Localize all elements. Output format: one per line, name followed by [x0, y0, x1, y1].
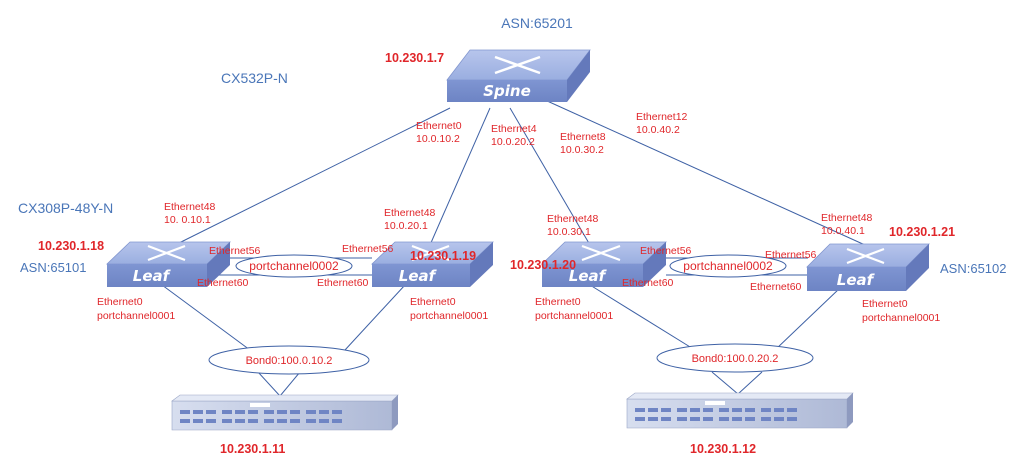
leaf-uplink-ip: 10.0.20.1	[384, 220, 428, 232]
peer-link-ellipse-right: portchannel0002	[669, 254, 787, 278]
peer-link-ellipse-left: portchannel0002	[235, 254, 353, 278]
bond-ellipse-left: Bond0:100.0.10.2	[208, 345, 370, 375]
link-spine-leaf2	[429, 107, 491, 246]
leaf-model: CX308P-48Y-N	[18, 200, 113, 216]
link-spine-leaf1	[174, 107, 451, 246]
leaf-uplink-port: Ethernet48	[384, 207, 436, 219]
spine-switch-icon: Spine	[446, 49, 591, 102]
leaf-downlink-port: Ethernet0	[97, 296, 143, 308]
leaf-peer-port: Ethernet60	[750, 281, 802, 293]
leaf-downlink-port: Ethernet0	[535, 296, 581, 308]
leaf-uplink-port: Ethernet48	[821, 212, 873, 224]
leaf-downlink-pc: portchannel0001	[535, 310, 613, 322]
server-1-icon	[171, 394, 399, 431]
spine-port-ip: 10.0.30.2	[560, 144, 604, 156]
spine-port-name: Ethernet4	[491, 123, 537, 135]
server-ip: 10.230.1.12	[690, 442, 756, 456]
leaf-peer-port: Ethernet60	[622, 277, 674, 289]
leaf-ip: 10.230.1.20	[510, 258, 576, 272]
server-2-icon	[626, 392, 854, 429]
bond-ellipse-right: Bond0:100.0.20.2	[656, 343, 814, 373]
spine-asn: ASN:65201	[501, 15, 573, 31]
server-ip: 10.230.1.11	[220, 442, 285, 456]
spine-ip: 10.230.1.7	[385, 51, 444, 65]
bond-label: Bond0:100.0.10.2	[246, 355, 333, 367]
leaf-ip: 10.230.1.19	[410, 249, 476, 263]
leaf-downlink-pc: portchannel0001	[862, 312, 940, 324]
leaf-switch-1-icon: Leaf	[106, 241, 231, 287]
leaf-downlink-port: Ethernet0	[410, 296, 456, 308]
spine-port-ip: 10.0.40.2	[636, 124, 680, 136]
spine-uplinks	[174, 99, 866, 246]
leaf-uplink-ip: 10. 0.10.1	[164, 214, 211, 226]
leaf-peer-port: Ethernet60	[317, 277, 369, 289]
leaf-downlink-pc: portchannel0001	[410, 310, 488, 322]
leaf-uplink-port: Ethernet48	[547, 213, 599, 225]
leaf-peer-port: Ethernet56	[640, 245, 692, 257]
leaf-peer-port: Ethernet56	[342, 243, 394, 255]
bond-label: Bond0:100.0.20.2	[692, 353, 779, 365]
spine-model: CX532P-N	[221, 70, 288, 86]
leaf-label: Leaf	[133, 267, 172, 285]
leaf-asn: ASN:65101	[20, 260, 87, 275]
peer-link-label: portchannel0002	[249, 259, 339, 273]
link-spine-leaf4	[544, 99, 866, 246]
server-downlinks	[161, 284, 841, 397]
leaf-uplink-ip: 10.0.30.1	[547, 226, 591, 238]
spine-port-name: Ethernet0	[416, 120, 462, 132]
spine-label: Spine	[483, 82, 531, 100]
leaf-downlink-port: Ethernet0	[862, 298, 908, 310]
link-spine-leaf3	[509, 107, 591, 246]
spine-port-ip: 10.0.10.2	[416, 133, 460, 145]
spine-port-name: Ethernet8	[560, 131, 606, 143]
spine-port-ip: 10.0.20.2	[491, 136, 535, 148]
leaf-switch-3-icon: Leaf	[541, 241, 667, 287]
leaf-label: Leaf	[837, 271, 876, 289]
leaf-downlink-pc: portchannel0001	[97, 310, 175, 322]
spine-port-name: Ethernet12	[636, 111, 688, 123]
leaf-label: Leaf	[569, 267, 608, 285]
leaf-switch-2-icon: Leaf	[371, 241, 494, 287]
leaf-uplink-port: Ethernet48	[164, 201, 216, 213]
peer-link-label: portchannel0002	[683, 259, 773, 273]
leaf-label: Leaf	[399, 267, 438, 285]
leaf-peer-port: Ethernet56	[209, 245, 261, 257]
leaf-asn: ASN:65102	[940, 261, 1007, 276]
leaf-uplink-ip: 10.0.40.1	[821, 225, 865, 237]
leaf-peer-port: Ethernet56	[765, 249, 817, 261]
leaf-ip: 10.230.1.18	[38, 239, 104, 253]
leaf-peer-port: Ethernet60	[197, 277, 249, 289]
leaf-ip: 10.230.1.21	[889, 225, 955, 239]
leaf-switch-4-icon: Leaf	[806, 243, 930, 291]
